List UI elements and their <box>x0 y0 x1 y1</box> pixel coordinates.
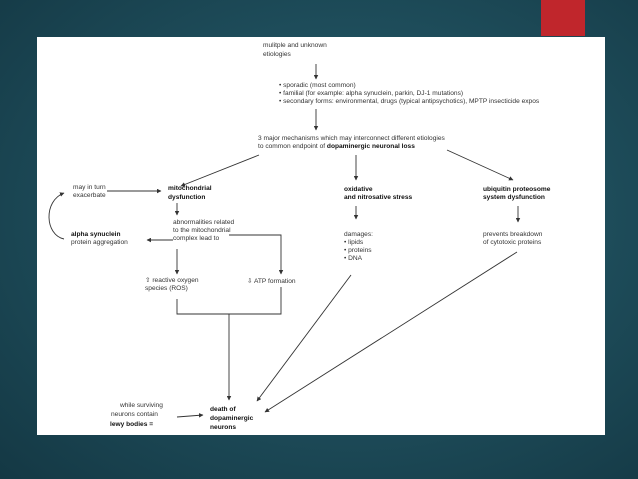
prevents-line-2: of cytotoxic proteins <box>483 239 542 246</box>
death-line-2: dopaminergic <box>210 415 254 422</box>
damage-proteins: • proteins <box>344 247 372 254</box>
bracket-ros-atp <box>176 287 282 315</box>
ros-line-1: ⇧ reactive oxygen <box>145 277 199 284</box>
bullet-familial: • familial (for example: alpha synuclein… <box>279 90 464 97</box>
lewy-line-1: while surviving <box>120 402 163 409</box>
atp-formation: ⇩ ATP formation <box>247 278 296 285</box>
arrow-to-mitochondrial <box>180 154 260 187</box>
loop-curve <box>48 192 65 240</box>
red-accent-block <box>541 0 585 36</box>
exacerbate-line-1: may in turn <box>73 184 106 191</box>
ros-line-2: species (ROS) <box>145 285 188 292</box>
arrow-to-ubiquitin <box>446 149 514 181</box>
mechanisms-line-2: to common endpoint of dopaminergic neuro… <box>258 143 415 150</box>
abnormalities-line-3: complex lead to <box>173 235 220 242</box>
mechanisms-line-1: 3 major mechanisms which may interconnec… <box>258 135 445 142</box>
mechanisms-bold: dopaminergic neuronal loss <box>326 143 415 150</box>
ubiquitin-title-2: system dysfunction <box>483 194 545 201</box>
oxidative-title-1: oxidative <box>344 186 373 193</box>
lewy-line-3: lewy bodies = <box>110 421 154 428</box>
bullet-sporadic: • sporadic (most common) <box>279 82 356 89</box>
synuclein-desc: protein aggregation <box>71 239 128 246</box>
synuclein-title: alpha synuclein <box>71 231 121 238</box>
etiologies-title-2: etiologies <box>263 51 291 58</box>
death-line-1: death of <box>210 406 236 413</box>
mitochondrial-title-2: dysfunction <box>168 194 206 201</box>
arrow-prevents-to-death <box>264 251 518 413</box>
arrow-to-atp <box>229 234 284 275</box>
abnormalities-line-2: to the mitochondrial <box>173 227 231 234</box>
mitochondrial-title-1: mitochondrial <box>168 185 212 192</box>
etiologies-title-1: mulitple and unknown <box>263 42 327 49</box>
lewy-line-2: neurons contain <box>111 411 158 418</box>
abnormalities-line-1: abnormalities related <box>173 219 235 226</box>
damages-label: damages: <box>344 231 373 238</box>
bullet-secondary: • secondary forms: environmental, drugs … <box>279 98 540 105</box>
ubiquitin-title-1: ubiquitin proteosome <box>483 186 551 193</box>
arrow-damages-to-death <box>256 274 352 402</box>
diagram-panel: mulitple and unknown etiologies • sporad… <box>37 37 605 435</box>
exacerbate-line-2: exacerbate <box>73 192 106 199</box>
connector-lines <box>48 64 521 418</box>
death-line-3: neurons <box>210 424 237 431</box>
damage-lipids: • lipids <box>344 239 364 246</box>
damage-dna: • DNA <box>344 255 363 262</box>
arrow-lewy-to-death <box>176 413 204 418</box>
prevents-line-1: prevents breakdown <box>483 231 543 238</box>
oxidative-title-2: and nitrosative stress <box>344 194 413 201</box>
